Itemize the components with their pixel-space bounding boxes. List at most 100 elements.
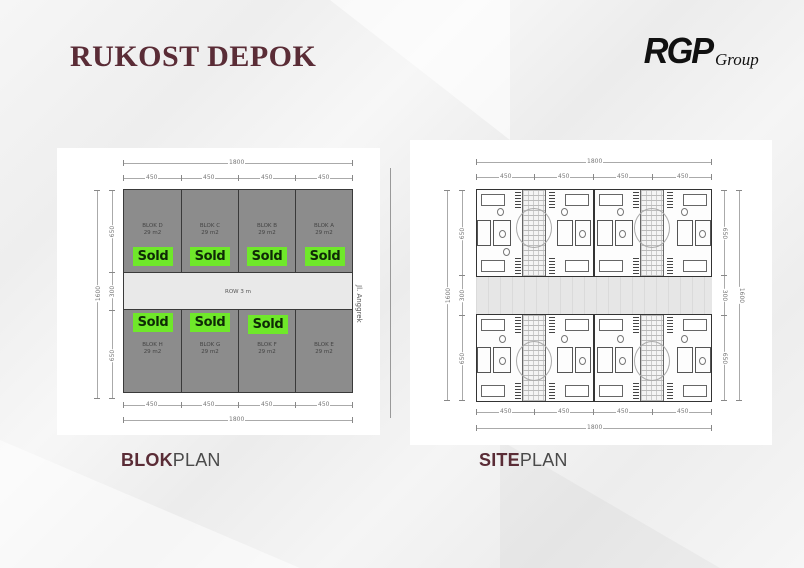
dimension-overall-depth: 1600	[738, 286, 746, 305]
dimension-tick	[109, 398, 115, 399]
bathroom	[695, 220, 711, 246]
dimension-row-depth: 300	[459, 288, 467, 303]
sold-badge: Sold	[248, 315, 288, 334]
dimension-col-width: 450	[260, 401, 274, 408]
dimension-col-width: 450	[499, 173, 513, 180]
caption-bold: BLOK	[121, 450, 173, 470]
bed	[599, 319, 623, 331]
toilet-fixture	[497, 208, 504, 216]
block-area: 29 m2	[315, 349, 333, 355]
shelf	[667, 317, 673, 333]
block-h[interactable]: Sold BLOK H 29 m2	[123, 309, 182, 393]
toilet-fixture	[619, 357, 626, 365]
block-area: 29 m2	[258, 349, 276, 355]
dimension-tick	[109, 310, 115, 311]
block-a[interactable]: BLOK A 29 m2 Sold	[295, 189, 353, 274]
row-right-of-way: ROW 3 m	[123, 272, 353, 311]
toilet-fixture	[561, 208, 568, 216]
bathroom	[477, 220, 491, 246]
dimension-col-width: 450	[202, 401, 216, 408]
dimension-overall-depth: 1600	[95, 284, 103, 303]
shelf	[515, 317, 521, 333]
dimension-overall-width: 1800	[586, 424, 604, 431]
shelf	[633, 317, 639, 333]
dimension-col-width: 450	[676, 408, 690, 415]
block-name: BLOK E	[314, 342, 334, 348]
shelf	[549, 192, 555, 208]
bathroom	[615, 220, 633, 246]
bathroom	[695, 347, 711, 373]
block-c[interactable]: BLOK C 29 m2 Sold	[181, 189, 239, 274]
dimension-tick	[593, 409, 594, 415]
dimension-tick	[352, 417, 353, 423]
shelf	[667, 383, 673, 399]
dimension-col-width: 450	[317, 174, 331, 181]
sold-badge: Sold	[133, 313, 173, 332]
dimension-tick	[711, 409, 712, 415]
bed	[565, 194, 589, 206]
block-f[interactable]: Sold BLOK F 29 m2	[238, 309, 296, 393]
caption-light: PLAN	[519, 450, 568, 470]
bathroom	[677, 347, 693, 373]
toilet-fixture	[499, 357, 506, 365]
dimension-tick	[534, 409, 535, 415]
dimension-row-depth: 300	[109, 284, 117, 299]
row-label: ROW 3 m	[225, 288, 251, 295]
bed	[565, 260, 589, 272]
toilet-fixture	[681, 335, 688, 343]
block-b[interactable]: BLOK B 29 m2 Sold	[238, 189, 296, 274]
dimension-overall-depth: 1600	[445, 286, 453, 305]
blokplan-caption: BLOKPLAN	[121, 450, 221, 471]
bed	[565, 319, 589, 331]
dimension-tick	[476, 159, 477, 165]
dimension-col-width: 450	[145, 401, 159, 408]
dimension-col-width: 450	[202, 174, 216, 181]
bed	[599, 260, 623, 272]
dimension-tick	[94, 190, 100, 191]
toilet-fixture	[699, 230, 706, 238]
block-area: 29 m2	[315, 230, 333, 236]
block-d[interactable]: BLOK D 29 m2 Sold	[123, 189, 182, 274]
dimension-col-width: 450	[145, 174, 159, 181]
floor-arc	[516, 341, 552, 381]
bed	[599, 385, 623, 397]
block-g[interactable]: Sold BLOK G 29 m2	[181, 309, 239, 393]
bed	[481, 260, 505, 272]
block-name: BLOK G	[199, 342, 221, 348]
bathroom	[615, 347, 633, 373]
toilet-fixture	[579, 230, 586, 238]
shelf	[549, 383, 555, 399]
dimension-line	[123, 405, 352, 406]
dimension-row-depth: 650	[109, 348, 117, 363]
sold-badge: Sold	[305, 247, 345, 266]
bed	[683, 385, 707, 397]
logo-subtext: Group	[715, 50, 759, 69]
dimension-col-width: 450	[499, 408, 513, 415]
dimension-col-width: 450	[260, 174, 274, 181]
block-name: BLOK D	[142, 223, 163, 229]
dimension-tick	[476, 174, 477, 180]
dimension-col-width: 450	[616, 173, 630, 180]
dimension-tick	[181, 402, 182, 408]
dimension-overall-width: 1800	[586, 158, 604, 165]
dimension-tick	[295, 402, 296, 408]
floor-arc	[634, 341, 670, 381]
caption-light: PLAN	[172, 450, 221, 470]
dimension-row-depth: 650	[721, 226, 729, 241]
dimension-tick	[181, 175, 182, 181]
bathroom	[575, 347, 591, 373]
toilet-fixture	[499, 230, 506, 238]
dimension-col-width: 450	[557, 408, 571, 415]
block-e[interactable]: BLOK E 29 m2	[295, 309, 353, 393]
dimension-tick	[444, 190, 450, 191]
bg-facet	[330, 0, 510, 140]
dimension-col-width: 450	[317, 401, 331, 408]
shelf	[667, 192, 673, 208]
dimension-tick	[94, 398, 100, 399]
wall	[593, 190, 595, 276]
dimension-tick	[711, 159, 712, 165]
dimension-tick	[476, 425, 477, 431]
sold-badge: Sold	[190, 247, 230, 266]
block-area: 29 m2	[143, 349, 162, 355]
block-name: BLOK A	[313, 223, 335, 229]
